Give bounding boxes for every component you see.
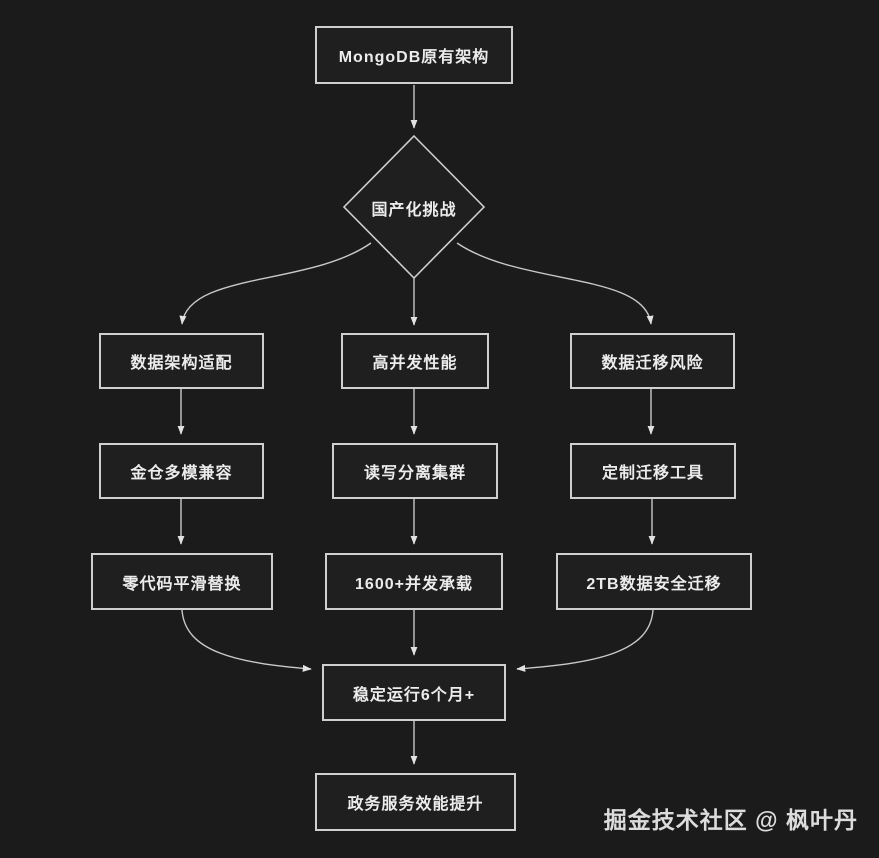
node-label: MongoDB原有架构	[338, 49, 490, 66]
node-high-concurrency-performance: 高并发性能	[341, 333, 489, 389]
node-label: 读写分离集群	[363, 465, 466, 482]
node-2tb-safe-data-migration: 2TB数据安全迁移	[556, 553, 752, 610]
node-label: 2TB数据安全迁移	[586, 575, 722, 593]
node-government-service-efficiency: 政务服务效能提升	[315, 773, 516, 831]
node-kingbase-multimode-compatibility: 金仓多模兼容	[99, 443, 264, 499]
node-localization-challenge: 国产化挑战	[344, 196, 484, 220]
node-label: 国产化挑战	[371, 202, 457, 219]
edge-decision-branch3	[456, 242, 654, 325]
edge-decision-branch1	[179, 242, 372, 325]
edge-res3-merge	[516, 609, 654, 672]
node-zero-code-smooth-replacement: 零代码平滑替换	[91, 553, 273, 610]
node-label: 定制迁移工具	[601, 465, 704, 482]
watermark-text: 掘金技术社区 @ 枫叶丹	[603, 807, 858, 833]
node-label: 1600+并发承载	[355, 575, 473, 593]
node-mongodb-original-architecture: MongoDB原有架构	[315, 26, 513, 84]
edge-res1-merge	[181, 609, 312, 672]
node-label: 数据架构适配	[130, 355, 233, 372]
node-custom-migration-tool: 定制迁移工具	[570, 443, 736, 499]
node-label: 零代码平滑替换	[122, 575, 242, 593]
node-label: 数据迁移风险	[601, 355, 704, 372]
node-label: 金仓多模兼容	[130, 465, 233, 482]
node-label: 高并发性能	[372, 355, 458, 372]
node-label: 稳定运行6个月+	[352, 686, 476, 704]
node-label: 政务服务效能提升	[347, 796, 484, 813]
node-1600-plus-concurrency: 1600+并发承载	[325, 553, 503, 610]
node-read-write-split-cluster: 读写分离集群	[332, 443, 498, 499]
node-data-migration-risk: 数据迁移风险	[570, 333, 735, 389]
node-stable-operation-6-months: 稳定运行6个月+	[322, 664, 506, 721]
node-data-architecture-adaptation: 数据架构适配	[99, 333, 264, 389]
